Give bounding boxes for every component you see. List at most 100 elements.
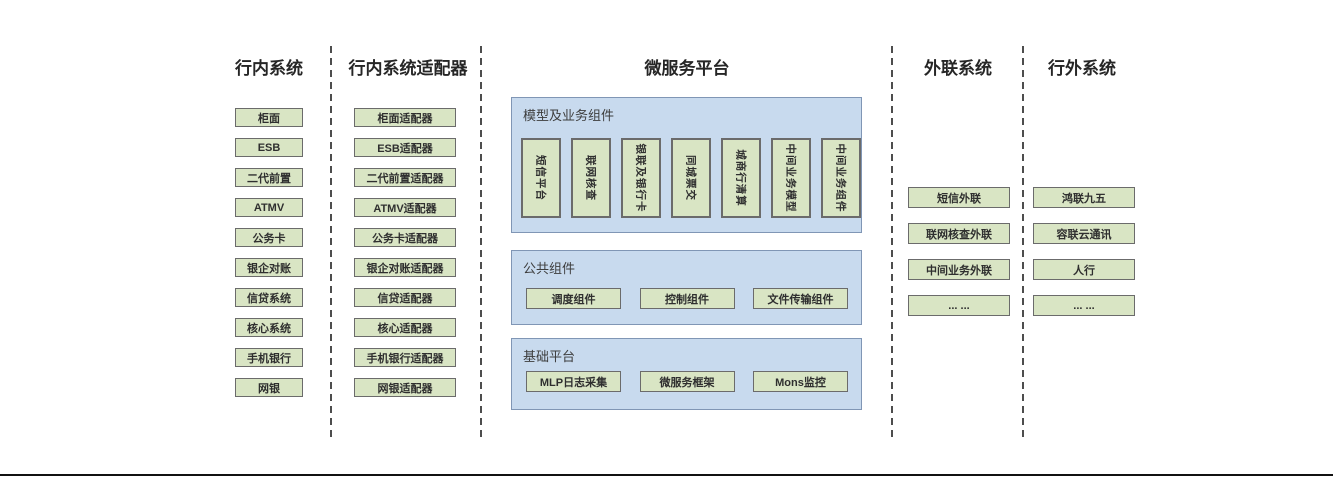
adapter-box: 核心适配器 [354, 318, 456, 337]
common-component-label: 调度组件 [551, 293, 596, 306]
header-outreach-systems: 外联系统 [924, 59, 992, 78]
internal-system-box: 银企对账 [235, 258, 303, 277]
internal-system-label: 柜面 [258, 112, 280, 125]
external-system-label: 人行 [1073, 264, 1095, 277]
internal-system-box: 二代前置 [235, 168, 303, 187]
model-component-label: 中间业务模型 [784, 143, 797, 213]
outreach-system-label: 短信外联 [937, 192, 981, 205]
internal-system-box: 手机银行 [235, 348, 303, 367]
header-microservice-platform: 微服务平台 [644, 59, 730, 78]
adapter-box: 银企对账适配器 [354, 258, 456, 277]
internal-system-label: ATMV [253, 201, 285, 214]
model-component-box: 短信平台 [521, 138, 561, 218]
column-divider-3 [891, 46, 893, 442]
adapter-label: 二代前置适配器 [366, 172, 444, 185]
base-platform-label: 微服务框架 [659, 376, 715, 389]
common-component-label: 控制组件 [665, 293, 709, 306]
internal-system-label: 二代前置 [247, 172, 291, 185]
external-system-box: 人行 [1033, 259, 1135, 280]
outreach-system-box: ... ... [908, 295, 1010, 316]
model-component-label: 联网核查 [584, 155, 597, 201]
model-component-label: 城商行清算 [734, 149, 747, 207]
outreach-system-box: 联网核查外联 [908, 223, 1010, 244]
panel-common-components: 公共组件 调度组件 控制组件 文件传输组件 [511, 250, 862, 325]
outreach-system-box: 短信外联 [908, 187, 1010, 208]
internal-system-box: ATMV [235, 198, 303, 217]
base-platform-box: MLP日志采集 [526, 371, 621, 392]
external-system-box: 容联云通讯 [1033, 223, 1135, 244]
internal-system-box: 核心系统 [235, 318, 303, 337]
header-internal-systems: 行内系统 [235, 59, 303, 78]
model-component-box: 联网核查 [571, 138, 611, 218]
adapter-box: ATMV适配器 [354, 198, 456, 217]
adapter-label: 手机银行适配器 [366, 352, 444, 365]
adapter-label: 银企对账适配器 [366, 262, 444, 275]
model-component-label: 银联及银行卡 [634, 143, 647, 213]
internal-system-label: 信贷系统 [247, 292, 291, 305]
header-internal-adapters: 行内系统适配器 [348, 59, 468, 78]
column-divider-4 [1022, 46, 1024, 442]
outreach-system-box: 中间业务外联 [908, 259, 1010, 280]
adapter-box: 柜面适配器 [354, 108, 456, 127]
common-components-list: 调度组件 控制组件 文件传输组件 [526, 288, 848, 309]
internal-system-box: 柜面 [235, 108, 303, 127]
adapter-box: ESB适配器 [354, 138, 456, 157]
base-platform-box: Mons监控 [753, 371, 848, 392]
panel-base-platform-label: 基础平台 [523, 349, 576, 364]
common-component-box: 文件传输组件 [753, 288, 848, 309]
base-platform-list: MLP日志采集 微服务框架 Mons监控 [526, 371, 848, 392]
model-component-label: 同城票交 [684, 155, 697, 201]
model-component-box: 银联及银行卡 [621, 138, 661, 218]
model-component-box: 同城票交 [671, 138, 711, 218]
internal-system-box: ESB [235, 138, 303, 157]
column-divider-2 [480, 46, 482, 442]
internal-systems-list: 柜面 ESB 二代前置 ATMV 公务卡 银企对账 信贷系统 核心系统 手机银行… [235, 108, 303, 397]
model-component-box: 中间业务模型 [771, 138, 811, 218]
header-external-systems: 行外系统 [1048, 59, 1116, 78]
adapter-label: ESB适配器 [377, 142, 433, 155]
outreach-system-label: ... ... [948, 299, 970, 312]
adapter-box: 二代前置适配器 [354, 168, 456, 187]
model-component-box: 中间业务组件 [821, 138, 861, 218]
panel-base-platform: 基础平台 MLP日志采集 微服务框架 Mons监控 [511, 338, 862, 410]
external-system-box: ... ... [1033, 295, 1135, 316]
adapter-label: 柜面适配器 [377, 112, 433, 125]
external-system-label: 容联云通讯 [1056, 228, 1112, 241]
external-system-label: ... ... [1073, 299, 1095, 312]
external-systems-list: 鸿联九五 容联云通讯 人行 ... ... [1033, 187, 1135, 316]
model-component-label: 中间业务组件 [834, 143, 847, 213]
bottom-rule [0, 474, 1333, 476]
external-system-box: 鸿联九五 [1033, 187, 1135, 208]
internal-system-label: 网银 [258, 382, 280, 395]
adapters-list: 柜面适配器 ESB适配器 二代前置适配器 ATMV适配器 公务卡适配器 银企对账… [354, 108, 456, 397]
model-component-box: 城商行清算 [721, 138, 761, 218]
base-platform-label: MLP日志采集 [539, 376, 608, 389]
common-component-box: 控制组件 [639, 288, 735, 309]
panel-model-business-components: 模型及业务组件 短信平台 联网核查 银联及银行卡 同城票交 城商行清算 中间业务… [511, 97, 862, 233]
internal-system-label: 银企对账 [247, 262, 291, 275]
outreach-systems-list: 短信外联 联网核查外联 中间业务外联 ... ... [908, 187, 1010, 316]
internal-system-label: 核心系统 [247, 322, 291, 335]
adapter-label: 公务卡适配器 [372, 232, 438, 245]
common-component-box: 调度组件 [526, 288, 621, 309]
column-divider-1 [330, 46, 332, 442]
internal-system-box: 网银 [235, 378, 303, 397]
adapter-label: ATMV适配器 [373, 202, 437, 215]
panel-model-business-label: 模型及业务组件 [523, 108, 615, 123]
internal-system-label: 手机银行 [247, 352, 291, 365]
adapter-label: 网银适配器 [377, 382, 433, 395]
adapter-box: 信贷适配器 [354, 288, 456, 307]
adapter-box: 网银适配器 [354, 378, 456, 397]
adapter-box: 公务卡适配器 [354, 228, 456, 247]
model-components-list: 短信平台 联网核查 银联及银行卡 同城票交 城商行清算 中间业务模型 中间业务组… [521, 138, 861, 218]
internal-system-label: ESB [257, 141, 281, 154]
model-component-label: 短信平台 [534, 155, 547, 201]
common-component-label: 文件传输组件 [767, 293, 834, 306]
adapter-label: 信贷适配器 [377, 292, 433, 305]
base-platform-label: Mons监控 [775, 376, 826, 389]
external-system-label: 鸿联九五 [1062, 192, 1106, 205]
adapter-box: 手机银行适配器 [354, 348, 456, 367]
adapter-label: 核心适配器 [377, 322, 433, 335]
internal-system-label: 公务卡 [252, 232, 286, 245]
